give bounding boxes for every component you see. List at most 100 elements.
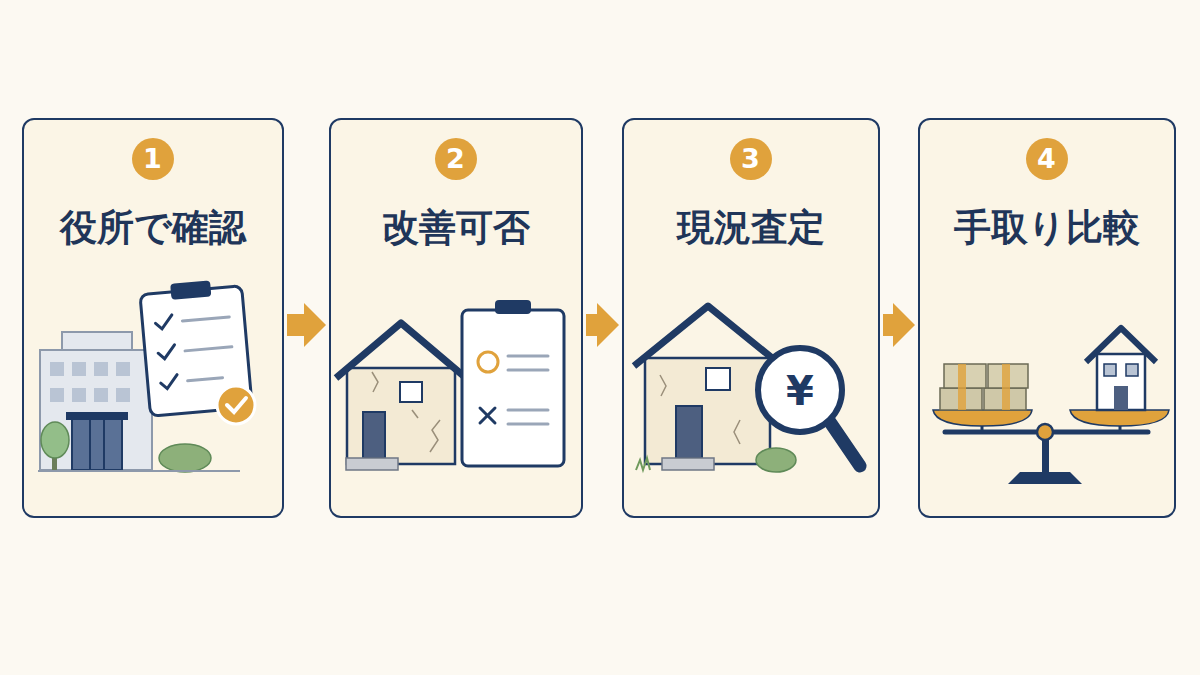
tree-part	[159, 444, 211, 472]
magnifier	[758, 348, 860, 466]
office-building-part	[72, 418, 122, 470]
number-badge: 1	[132, 138, 174, 180]
judgement-clipboard-part	[462, 310, 564, 466]
office-building-part	[89, 420, 91, 470]
judgement-clipboard-part	[508, 356, 548, 424]
office-building	[40, 332, 152, 470]
office-building-part	[50, 362, 130, 402]
judgement-clipboard-part-part	[508, 369, 548, 372]
number-badge: 2	[435, 138, 477, 180]
appraised-house-part	[636, 458, 650, 470]
appraised-house-part	[634, 306, 782, 366]
office-building-part-part	[116, 388, 130, 402]
small-house-part	[1104, 364, 1116, 376]
office-building-part-part	[72, 362, 86, 376]
cracked-house-part-part	[412, 410, 418, 418]
appraised-house-part	[676, 406, 702, 458]
tree	[38, 422, 240, 472]
step-box: 改善可否 2	[329, 118, 583, 518]
approved-badge-part	[217, 386, 255, 424]
office-building-part-part	[72, 388, 86, 402]
step-title: 役所で確認	[24, 206, 282, 250]
checklist-clipboard-part	[155, 315, 178, 389]
office-building-part-part	[94, 388, 108, 402]
office-building-part-part	[116, 362, 130, 376]
balance-scale-part	[1070, 410, 1169, 426]
office-building-part-part	[50, 388, 64, 402]
checklist-clipboard-part-part	[182, 317, 229, 321]
checklist-clipboard-part-part	[188, 378, 223, 381]
step-number: 1	[132, 138, 174, 180]
appraised-house-part-part	[660, 375, 666, 396]
appraised-house-part	[756, 448, 796, 472]
office-building-part	[66, 412, 128, 420]
judgement-clipboard-part	[478, 352, 498, 372]
approved-badge	[217, 386, 255, 424]
judgement-clipboard-part-part	[480, 408, 495, 423]
box-ground-part	[919, 119, 1175, 517]
box-ground-part	[23, 119, 283, 517]
balance-scale-part	[1008, 472, 1082, 484]
magnifier-part	[758, 348, 842, 432]
office-building-part	[103, 420, 105, 470]
small-house	[1086, 328, 1156, 410]
judgement-clipboard-part	[495, 300, 531, 314]
judgement-clipboard-part-part	[508, 423, 548, 426]
step-number: 4	[1026, 138, 1068, 180]
money-stack-part	[1002, 364, 1010, 410]
step-number: 2	[435, 138, 477, 180]
money-stack-part	[958, 364, 966, 410]
number-badge: 4	[1026, 138, 1068, 180]
flow-arrow	[883, 314, 893, 336]
step-number: 3	[730, 138, 772, 180]
checklist-clipboard-part-part	[185, 347, 232, 351]
small-house-part	[1086, 328, 1156, 362]
balance-scale-part	[933, 410, 1032, 426]
judgement-clipboard-part	[480, 408, 495, 423]
cracked-house-part-part	[372, 372, 378, 392]
judgement-clipboard-part-part	[508, 355, 548, 358]
judgement-clipboard-part-part	[508, 409, 548, 412]
step-title: 手取り比較	[920, 206, 1174, 250]
checklist-clipboard-part-part	[155, 315, 173, 329]
magnifier-part	[830, 422, 860, 466]
office-building-part-part	[50, 362, 64, 376]
money-stack	[940, 364, 1028, 410]
office-building-part-part	[94, 362, 108, 376]
appraised-house-part	[706, 368, 730, 390]
checklist-clipboard-part	[182, 317, 234, 381]
cracked-house-part	[347, 368, 455, 464]
appraised-house-part	[660, 375, 740, 444]
balance-scale	[933, 410, 1169, 484]
cracked-house-part	[400, 382, 422, 402]
appraised-house-part	[662, 458, 714, 470]
tree-part	[41, 422, 69, 458]
cracked-house-part-part	[430, 420, 440, 452]
cracked-house-part	[363, 412, 385, 458]
step-title: 改善可否	[331, 206, 581, 250]
small-house-part	[1097, 354, 1145, 410]
judgement-clipboard	[462, 300, 564, 466]
checklist-clipboard-part	[170, 280, 211, 299]
office-building-part	[40, 350, 152, 470]
flow-arrow	[586, 314, 597, 336]
yen-symbol: ¥	[786, 371, 814, 411]
step-box: 手取り比較 4	[918, 118, 1176, 518]
appraised-house-part-part	[734, 420, 740, 444]
cracked-house	[336, 323, 466, 470]
checklist-clipboard-part-part	[158, 345, 176, 359]
small-house-part	[1114, 386, 1128, 410]
tree-part	[38, 470, 240, 472]
step-box: 現況査定 3	[622, 118, 880, 518]
box-ground-part	[623, 119, 879, 517]
step-box: 役所で確認 1	[22, 118, 284, 518]
number-badge: 3	[730, 138, 772, 180]
cracked-house-part	[372, 372, 440, 452]
small-house-part	[1126, 364, 1138, 376]
balance-scale-part	[1037, 424, 1053, 440]
flow-arrow	[287, 314, 304, 336]
step-title: 現況査定	[624, 206, 878, 250]
